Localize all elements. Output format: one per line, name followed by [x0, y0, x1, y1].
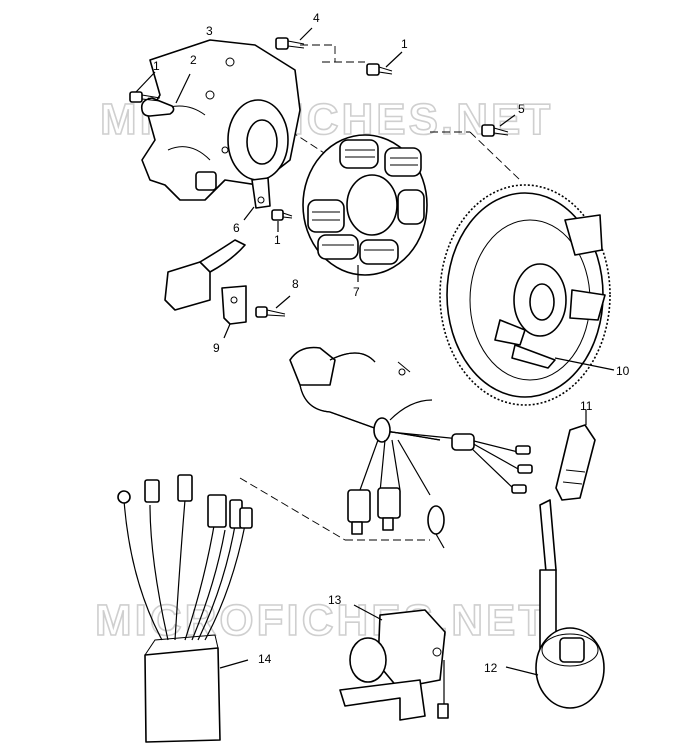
callout-labels: 1 2 3 4 1 5 6 1 7 8 9 10 11 12 13 14 [153, 11, 630, 675]
part-8-screw [255, 295, 291, 318]
part-7-stator [302, 134, 428, 282]
part-6-bracket [243, 177, 271, 221]
screw-1-left [129, 71, 161, 103]
callout-1-right: 1 [401, 37, 408, 51]
callout-13: 13 [328, 593, 342, 607]
callout-7: 7 [353, 285, 360, 299]
part-2-spring-clip [140, 73, 191, 117]
part-11-spark-plug-cap [539, 410, 596, 573]
callout-9: 9 [213, 341, 220, 355]
part-9-clamp-assembly [164, 239, 247, 339]
callout-4: 4 [313, 11, 320, 25]
callout-12: 12 [484, 661, 498, 675]
callout-1-lower: 1 [274, 233, 281, 247]
part-14-cdi-box [117, 474, 253, 743]
callout-2: 2 [190, 53, 197, 67]
screw-1-lower [271, 209, 293, 232]
callout-1-left: 1 [153, 59, 160, 73]
wiring-harness [289, 346, 533, 549]
part-3-mounting-plate [141, 39, 301, 201]
callout-11: 11 [580, 399, 593, 413]
part-12-ignition-coil [505, 569, 605, 709]
callout-10: 10 [616, 364, 630, 378]
callout-8: 8 [292, 277, 299, 291]
callout-14: 14 [258, 652, 272, 666]
callout-3: 3 [206, 24, 213, 38]
watermark-bottom: MICROFICHES.NET [95, 596, 548, 645]
screw-5-right [481, 114, 516, 137]
screw-1-right [366, 51, 403, 76]
callout-5: 5 [518, 102, 525, 116]
part-13-solenoid [339, 604, 449, 721]
callout-6: 6 [233, 221, 240, 235]
screw-4-top [275, 27, 313, 50]
part-10-flywheel [439, 184, 615, 406]
